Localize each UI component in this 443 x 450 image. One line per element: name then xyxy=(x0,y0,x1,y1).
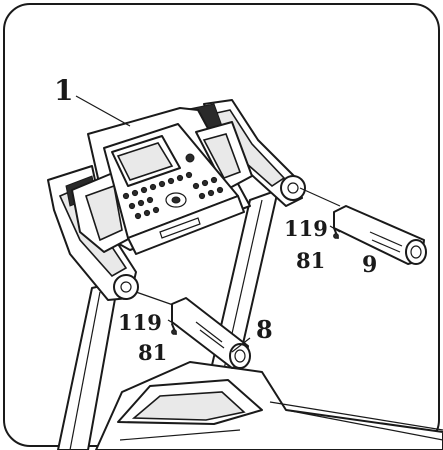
console-keypad xyxy=(122,171,224,220)
callout-washer-left-label: 81 xyxy=(138,340,167,365)
console-key-icon xyxy=(185,153,195,163)
treadmill-base xyxy=(95,361,443,450)
console-assembly xyxy=(71,107,253,255)
bolt-washer-left xyxy=(167,319,179,335)
callout-console-label: 1 xyxy=(54,74,73,107)
leader-left-handle xyxy=(231,337,251,353)
callout-left-handle-label: 8 xyxy=(256,315,273,344)
callout-bolt-left-label: 119 xyxy=(118,310,162,335)
callout-right-handle-label: 9 xyxy=(362,252,377,278)
leader-console xyxy=(75,95,131,127)
callout-washer-right-label: 81 xyxy=(296,248,325,273)
console-lcd-screen xyxy=(116,142,174,181)
callout-bolt-right-label: 119 xyxy=(284,216,328,241)
bolt-washer-right xyxy=(329,225,341,239)
